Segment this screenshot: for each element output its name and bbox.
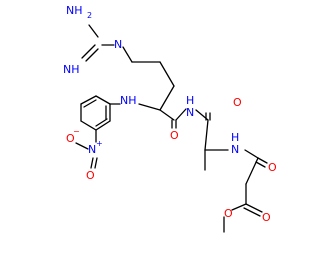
bond-chain-2 [159,61,175,87]
atom-nitro-minus-charge: − [73,127,80,136]
bond-ester-co-2 [243,207,261,217]
bonds [75,24,268,233]
bond-nitro-o-2 [94,157,98,169]
bond-nh-amide3 [244,149,259,159]
molecule-diagram: NH 2 NH N NH N H O O N H O O O O − N + O [63,4,277,233]
atom-nitro-plus-charge: + [96,139,103,148]
bond-guan-nh2 [88,24,99,38]
bond-alpha-carbonyl [159,109,175,121]
bond-ester-o [231,203,247,211]
atom-amide2-n: N [231,143,239,156]
atom-aryl-amine: NH [120,94,137,107]
bond-ring-2 [80,95,97,105]
bond-ring-1 [95,95,111,105]
atom-nitro-o: O [86,169,95,182]
atom-guan-nh2: NH [66,4,83,17]
bond-nitro-ominus [75,142,89,150]
atom-nitro-o-minus: O [66,132,75,145]
atom-ester-o: O [224,207,233,220]
atom-ester-carbonyl-o: O [262,211,271,224]
bond-amide1-cn [175,108,187,121]
bond-ring-4 [80,120,97,131]
atom-amide2-o: O [233,96,242,109]
bond-link-chain [122,46,133,63]
bond-amide3-co [257,157,268,164]
bond-amide3-ch2 [245,157,259,185]
atom-guan-imine: NH [63,63,80,76]
bond-ring-inner-1 [83,99,97,108]
bond-guan-imine-2 [85,48,99,62]
bond-amide3-co-2 [255,161,266,168]
bond-nitro-o [90,157,94,169]
atom-amide2-h: H [231,131,239,144]
bond-guan-imine [81,44,96,59]
atom-nitro-n: N [88,143,96,156]
structure-canvas: NH 2 NH N NH N H O O N H O O O O − N + O [63,4,277,233]
bond-alpha-nh [138,103,161,111]
atom-guan-link-n: N [114,38,122,51]
atom-amide1-h: H [186,94,194,107]
atom-guan-nh2-subscript: 2 [87,11,92,20]
atom-amide1-o: O [170,129,179,142]
bond-ring-5 [95,120,111,131]
atom-amide3-o: O [268,161,277,174]
bond-amide2-quat [204,119,209,151]
bond-ring-inner-2 [95,118,108,127]
atom-amide1-n: N [186,106,194,119]
bond-ester-co [245,203,263,213]
atom-labels: NH 2 NH N NH N H O O N H O O O O − N + O [63,4,277,224]
bond-chain-3 [159,85,175,111]
